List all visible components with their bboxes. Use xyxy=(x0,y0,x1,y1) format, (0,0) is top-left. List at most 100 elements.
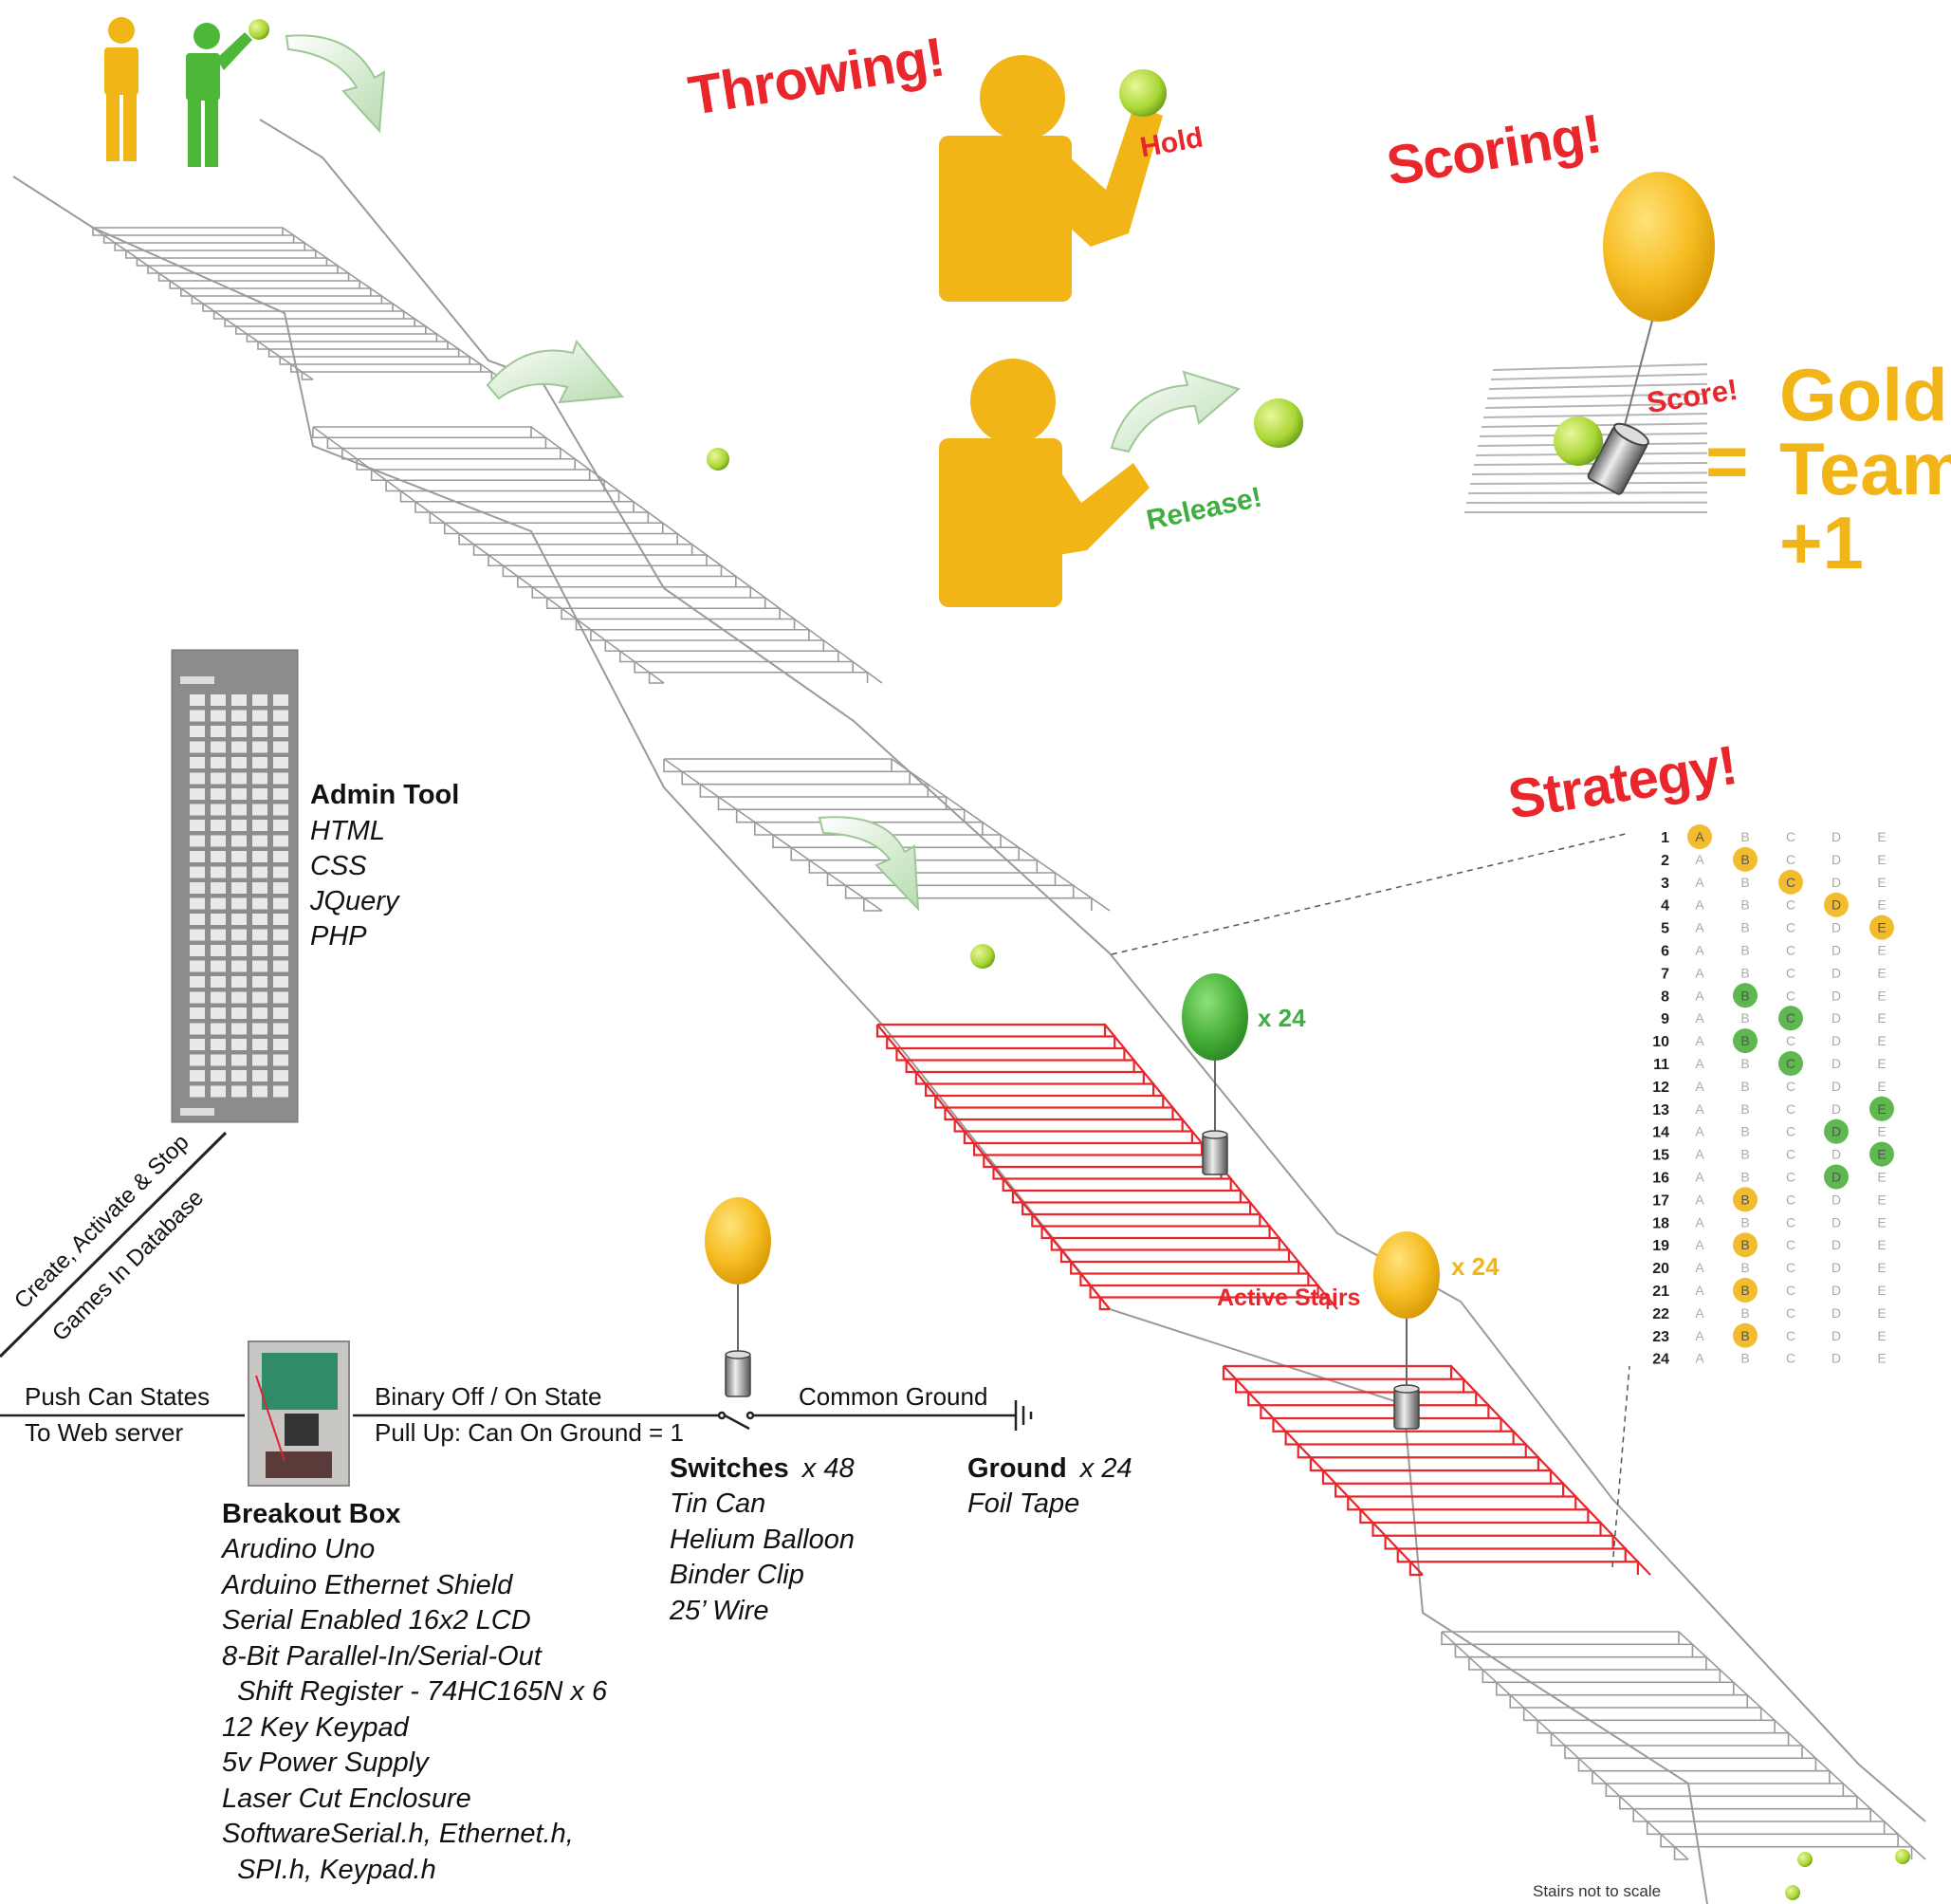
stair-step xyxy=(1490,373,1708,380)
admin-grid-cell xyxy=(211,726,226,737)
strategy-cell-label: C xyxy=(1786,988,1795,1003)
tennis-ball-icon xyxy=(1554,416,1603,466)
admin-grid-cell xyxy=(273,741,288,753)
admin-grid-cell xyxy=(211,929,226,941)
strategy-cell-label: C xyxy=(1786,1170,1795,1185)
strategy-row-number: 12 xyxy=(1652,1080,1669,1096)
strategy-cell-label: D xyxy=(1831,1079,1841,1094)
strategy-cell-label: E xyxy=(1877,1283,1886,1298)
strategy-row-number: 10 xyxy=(1652,1034,1669,1050)
strategy-cell-label: A xyxy=(1695,1305,1704,1321)
strategy-row-number: 2 xyxy=(1661,853,1669,869)
switches-item: Helium Balloon xyxy=(670,1524,856,1555)
stair-step xyxy=(604,639,825,653)
admin-grid-cell xyxy=(231,945,247,956)
stair-step xyxy=(414,500,635,513)
stair-step xyxy=(1359,1508,1590,1525)
strategy-cell-label: E xyxy=(1877,1033,1886,1048)
admin-grid-cell xyxy=(252,1070,267,1081)
admin-grid-cell xyxy=(190,945,205,956)
stair-step xyxy=(681,770,911,786)
admin-grid-cell xyxy=(273,851,288,862)
strategy-cell-label: A xyxy=(1695,1124,1704,1139)
admin-grid-cell xyxy=(252,772,267,785)
stair-edge xyxy=(312,426,665,684)
stair-step xyxy=(1260,1404,1490,1420)
admin-grid-cell xyxy=(190,882,205,894)
admin-grid-cell xyxy=(273,1085,288,1098)
strategy-cell-label: A xyxy=(1695,1079,1704,1094)
active-stairs-label: Active Stairs xyxy=(1217,1285,1361,1311)
admin-grid-cell xyxy=(231,820,247,831)
gold-stair-marker xyxy=(1733,1322,1758,1348)
breakout-box-item: Shift Register - 74HC165N x 6 xyxy=(222,1676,608,1707)
admin-grid-cell xyxy=(231,788,247,800)
strategy-cell-label: D xyxy=(1831,1328,1841,1343)
admin-grid-cell xyxy=(211,914,226,925)
strategy-callout-line xyxy=(1111,832,1630,955)
admin-grid-cell xyxy=(231,851,247,862)
trajectory-arrow-icon xyxy=(818,816,920,912)
stair-step xyxy=(279,356,470,365)
admin-grid-cell xyxy=(252,866,267,878)
stair-step xyxy=(1488,382,1708,390)
strategy-cell-label: A xyxy=(1695,875,1704,890)
strategy-cell-label: B xyxy=(1740,943,1749,958)
stair-step xyxy=(102,234,295,244)
admin-grid-cell xyxy=(190,991,205,1004)
stair-step xyxy=(1632,1807,1872,1822)
score-result-line-1: Gold xyxy=(1779,353,1948,436)
strategy-cell-label: A xyxy=(1695,1101,1704,1117)
admin-grid-cell xyxy=(273,804,288,816)
breakout-box-item: Arudino Uno xyxy=(222,1534,376,1564)
stair-step xyxy=(157,272,350,282)
strategy-row-number: 14 xyxy=(1652,1125,1669,1141)
switches-heading: Switches x 48 xyxy=(670,1451,855,1488)
admin-grid-cell xyxy=(211,694,226,706)
strategy-cell-label: A xyxy=(1695,1351,1704,1366)
tennis-ball-icon xyxy=(707,448,729,471)
admin-grid-cell xyxy=(252,897,267,910)
stair-step xyxy=(212,310,405,320)
strategy-row-number: 4 xyxy=(1661,898,1669,915)
strategy-row-number: 24 xyxy=(1652,1352,1669,1368)
strategy-cell-label: E xyxy=(1877,875,1886,890)
strategy-row-number: 15 xyxy=(1652,1148,1669,1164)
stair-step xyxy=(1484,402,1708,409)
admin-grid-cell xyxy=(252,991,267,1004)
stair-step xyxy=(246,333,438,342)
strategy-cell-label: A xyxy=(1695,1033,1704,1048)
strategy-cell-label: A xyxy=(1695,1010,1704,1026)
strategy-cell-label: D xyxy=(1831,1237,1841,1252)
strategy-cell-label: E xyxy=(1877,1260,1886,1275)
ground-heading: Ground x 24 xyxy=(967,1451,1132,1488)
stair-step xyxy=(356,457,577,471)
stair-step xyxy=(341,447,561,460)
admin-grid-cell xyxy=(231,1023,247,1035)
admin-grid-cell xyxy=(190,866,205,878)
stair-flight xyxy=(92,227,504,380)
green-stair-marker xyxy=(1733,1028,1758,1054)
strategy-cell-label: A xyxy=(1695,943,1704,958)
gold-balloon-icon xyxy=(1603,172,1715,430)
strategy-cell-label: E xyxy=(1877,1192,1886,1207)
admin-grid-cell xyxy=(252,710,267,722)
admin-grid-cell xyxy=(273,835,288,847)
strategy-cell-label: A xyxy=(1695,852,1704,867)
tennis-ball-icon xyxy=(1895,1849,1910,1864)
wire-label-ground: Common Ground xyxy=(799,1382,988,1411)
green-stair-marker xyxy=(1824,1118,1849,1144)
gold-stair-marker xyxy=(1778,869,1803,895)
stair-step xyxy=(458,532,678,545)
strategy-row-number: 16 xyxy=(1652,1171,1669,1187)
stair-step xyxy=(488,554,708,567)
strategy-row-number: 11 xyxy=(1653,1057,1669,1073)
admin-grid-cell xyxy=(231,897,247,910)
stair-step xyxy=(224,318,415,327)
strategy-cell-label: A xyxy=(1695,1147,1704,1162)
admin-grid-cell xyxy=(231,726,247,737)
stair-step xyxy=(1537,1719,1776,1734)
stair-edge xyxy=(663,758,883,912)
